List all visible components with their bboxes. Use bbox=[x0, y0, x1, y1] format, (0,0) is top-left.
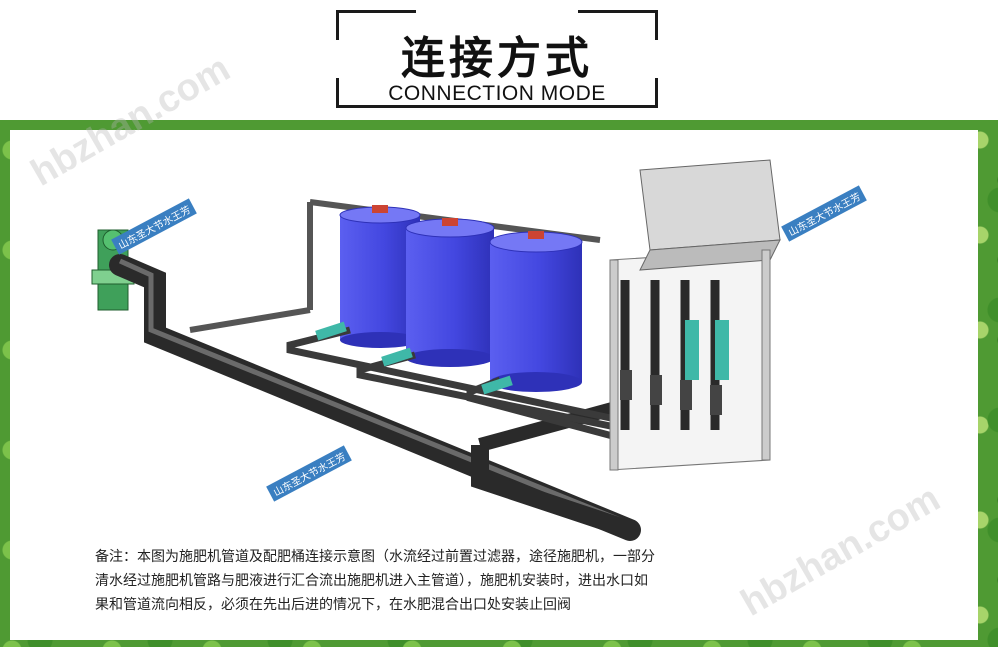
tank-outlet-pipes bbox=[286, 321, 636, 446]
main-pipe bbox=[109, 254, 641, 541]
header: 连接方式 CONNECTION MODE bbox=[0, 0, 998, 120]
fertilizer-tank-3 bbox=[489, 231, 583, 392]
note-line: 果和管道流向相反，必须在先出后进的情况下，在水肥混合出口处安装止回阀 bbox=[95, 597, 571, 613]
title-frame: 连接方式 CONNECTION MODE bbox=[336, 10, 658, 108]
page-subtitle: CONNECTION MODE bbox=[388, 82, 606, 105]
fertilizer-tank-2 bbox=[405, 218, 495, 367]
diagram-panel: 山东圣大节水王芳 山东圣大节水王芳 山东圣大节水王芳 hbzhan.com hb… bbox=[10, 47, 978, 640]
diagram-note: 备注：本图为施肥机管道及配肥桶连接示意图（水流经过前置过滤器，途径施肥机，一部分… bbox=[95, 545, 855, 617]
page-title: 连接方式 bbox=[401, 33, 593, 84]
fertilizer-machine bbox=[609, 159, 781, 471]
note-line: 备注：本图为施肥机管道及配肥桶连接示意图（水流经过前置过滤器，途径施肥机，一部分 bbox=[95, 549, 655, 565]
connection-diagram bbox=[91, 159, 781, 541]
note-line: 清水经过施肥机管路与肥液进行汇合流出施肥机进入主管道），施肥机安装时，进出水口如 bbox=[95, 573, 648, 589]
